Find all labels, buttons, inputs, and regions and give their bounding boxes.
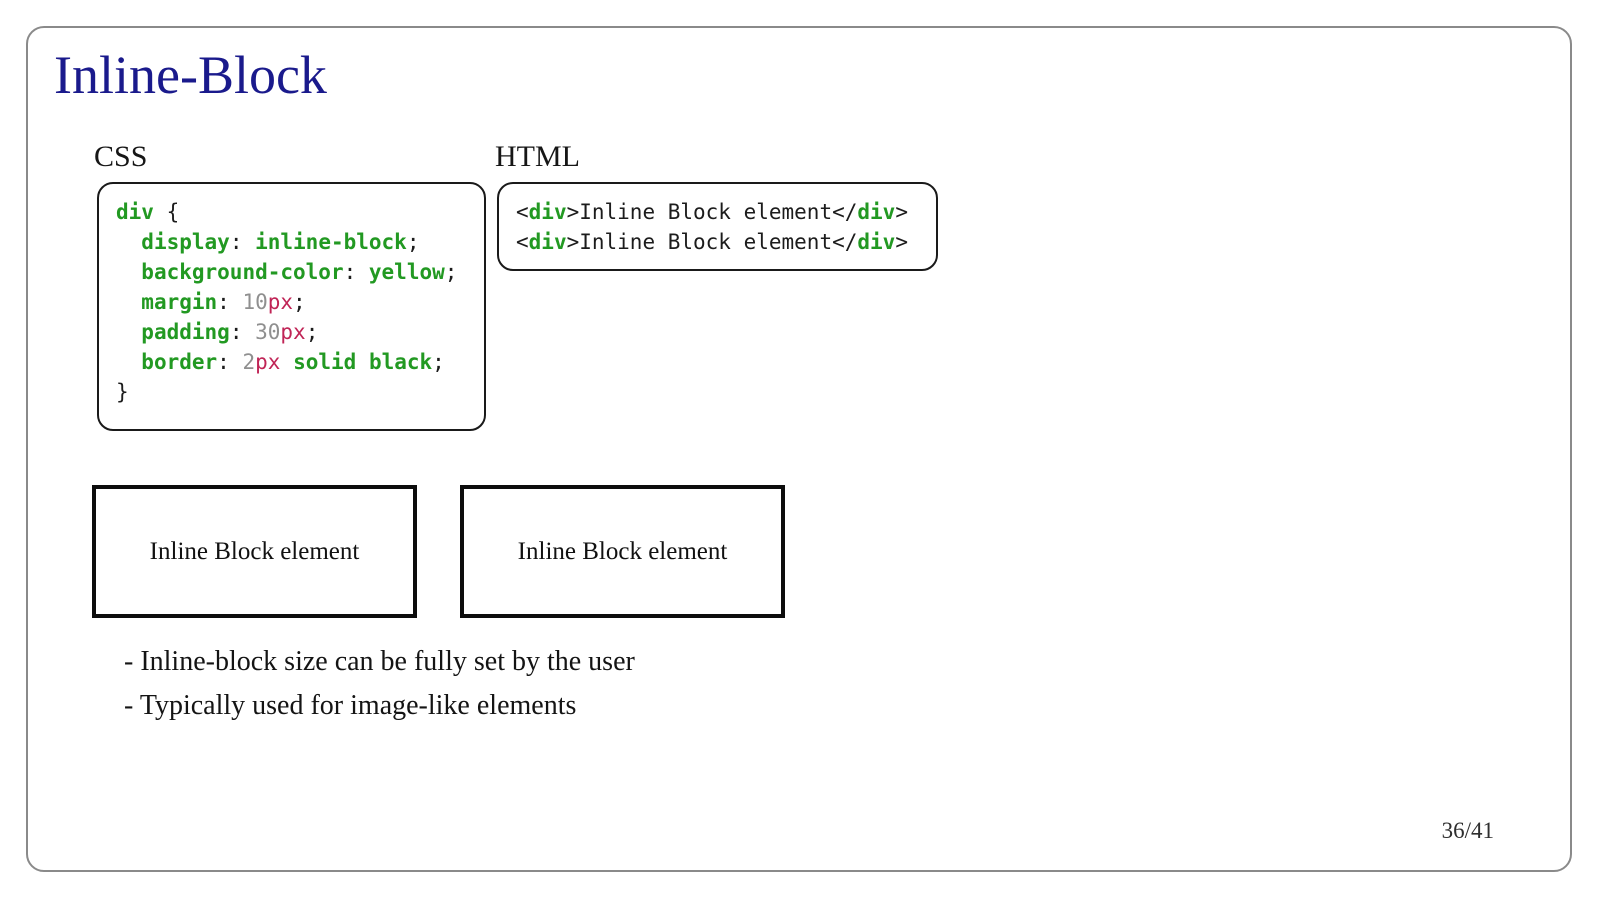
page-title: Inline-Block [54,45,327,105]
code-token: inline-block [255,230,407,254]
code-token: div [857,230,896,254]
rendered-inline-block-1-label: Inline Block element [149,537,360,565]
code-token: px [255,350,281,374]
note-item-2: - Typically used for image-like elements [124,690,577,721]
code-token: : [343,260,369,284]
css-code-block: div { display: inline-block; background-… [97,182,486,431]
code-token: div [857,200,896,224]
html-code-block: <div>Inline Block element</div> <div>Inl… [497,182,938,271]
code-token: : [217,350,243,374]
css-section-label: CSS [94,140,148,173]
rendered-inline-block-2-label: Inline Block element [517,537,728,565]
rendered-inline-block-1: Inline Block element [92,485,417,618]
code-token: padding [141,320,230,344]
code-token: div [116,200,154,224]
code-token [280,350,293,374]
code-token: < [516,200,529,224]
code-token: { [153,200,180,224]
code-token: border [141,350,218,374]
code-token: : [217,290,243,314]
code-token: >Inline Block element</ [566,230,858,254]
code-token: : [229,320,256,344]
code-token: 2 [242,350,256,374]
code-token: display [141,230,230,254]
code-token: : [229,230,256,254]
code-token [356,350,369,374]
rendered-inline-block-2: Inline Block element [460,485,785,618]
code-token: ; [305,320,319,344]
code-token: >Inline Block element</ [566,200,858,224]
code-token: 10 [242,290,268,314]
code-token [116,230,141,254]
code-token: ; [444,260,458,284]
code-token: px [280,320,306,344]
code-token: } [116,380,129,404]
code-token: solid [293,350,357,374]
code-token: ; [406,230,420,254]
code-token: ; [293,290,306,314]
slide-frame: Inline-Block CSS HTML div { display: inl… [26,26,1572,872]
code-token: ; [432,350,445,374]
code-token: > [895,230,908,254]
html-section-label: HTML [495,140,580,173]
code-token: 30 [255,320,281,344]
note-item-1: - Inline-block size can be fully set by … [124,646,635,677]
code-token: div [528,230,567,254]
code-token [116,350,141,374]
code-token: background-color [141,260,344,284]
code-token [116,320,141,344]
code-token: margin [141,290,218,314]
page-number: 36/41 [1441,818,1494,843]
code-token: black [368,350,433,374]
code-token: < [516,230,529,254]
notes-list: - Inline-block size can be fully set by … [124,640,635,728]
code-token: div [528,200,567,224]
code-token [116,290,141,314]
code-token: px [267,290,294,314]
code-token [116,260,141,284]
code-token: yellow [368,260,445,284]
code-token: > [895,200,908,224]
